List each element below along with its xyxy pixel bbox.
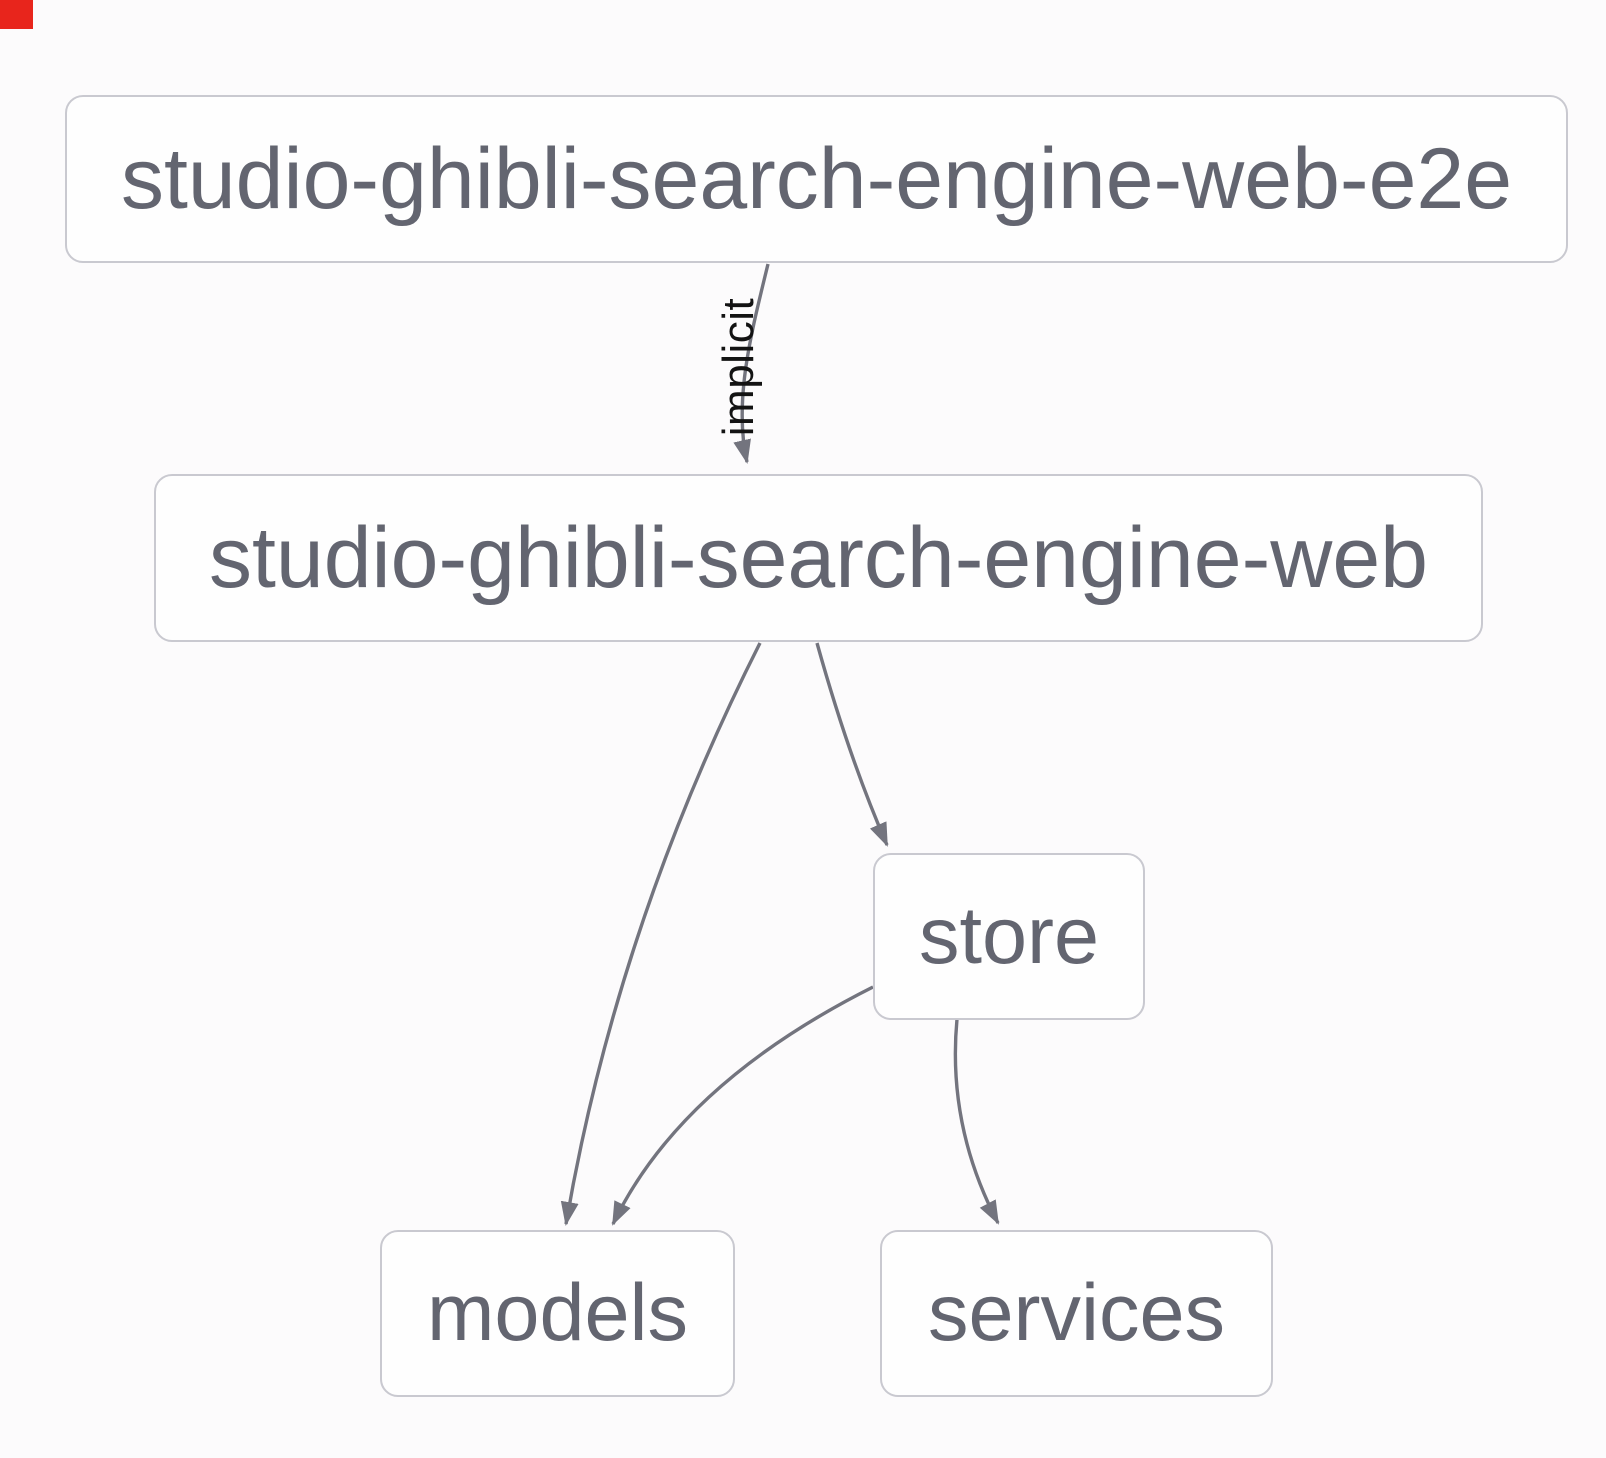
edge-e2e-to-web (733, 263, 770, 464)
node-studio-ghibli-search-engine-web[interactable]: studio-ghibli-search-engine-web (154, 474, 1483, 642)
node-models[interactable]: models (380, 1230, 735, 1397)
corner-red-marker (0, 0, 33, 29)
node-label: models (426, 1268, 689, 1358)
node-label: services (927, 1268, 1226, 1358)
node-label: studio-ghibli-search-engine-web (209, 509, 1428, 606)
node-studio-ghibli-search-engine-web-e2e[interactable]: studio-ghibli-search-engine-web-e2e (65, 95, 1568, 263)
edge-store-to-models (611, 985, 874, 1226)
node-services[interactable]: services (880, 1230, 1273, 1397)
edge-store-to-services (953, 1018, 1000, 1225)
node-label: studio-ghibli-search-engine-web-e2e (120, 130, 1513, 227)
edge-label-implicit: implicit (714, 297, 763, 437)
edge-web-to-store (815, 642, 889, 847)
node-label: store (918, 891, 1100, 981)
node-store[interactable]: store (873, 853, 1145, 1020)
edge-web-to-models (560, 642, 762, 1226)
